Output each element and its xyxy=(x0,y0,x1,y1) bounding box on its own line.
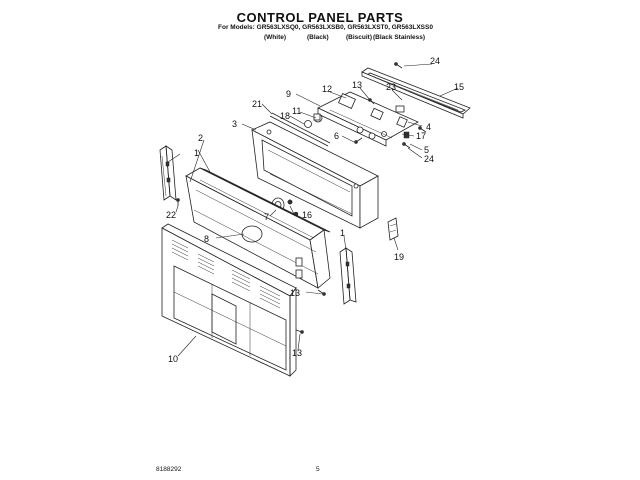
callout-labels: 24 15 13 23 12 9 11 4 18 21 6 17 3 5 24 … xyxy=(166,56,464,364)
callout-3: 3 xyxy=(232,119,237,129)
callout-10: 10 xyxy=(168,354,178,364)
callout-1-right: 1 xyxy=(340,228,345,238)
manifold-panel xyxy=(185,167,331,289)
callout-2: 2 xyxy=(198,133,203,143)
clip xyxy=(387,217,399,241)
callout-24-right: 24 xyxy=(424,154,434,164)
page-title: CONTROL PANEL PARTS xyxy=(236,10,404,25)
callout-18: 18 xyxy=(280,111,290,121)
document-number: 8188292 xyxy=(156,466,182,473)
control-glass-frame xyxy=(361,67,471,119)
callout-6: 6 xyxy=(334,131,339,141)
finish-black-stainless: (Black Stainless) xyxy=(373,34,426,41)
knob-parts xyxy=(304,113,323,128)
callout-4: 4 xyxy=(426,122,431,132)
leader-lines xyxy=(167,63,459,357)
callout-23: 23 xyxy=(386,82,396,92)
callout-21: 21 xyxy=(252,99,262,109)
callout-15: 15 xyxy=(454,82,464,92)
model-list: For Models: GR563LXSQ0, GR563LXSB0, GR56… xyxy=(218,24,433,31)
page-number: 5 xyxy=(316,466,320,473)
finish-white: (White) xyxy=(264,34,287,41)
rear-access-panel xyxy=(161,223,297,377)
right-side-bracket xyxy=(339,247,357,305)
callout-13-mid: 13 xyxy=(290,288,300,298)
switch-rod xyxy=(269,112,331,147)
callout-19: 19 xyxy=(394,252,404,262)
left-side-bracket xyxy=(159,145,177,201)
control-board-assembly xyxy=(317,91,419,147)
callout-13-top: 13 xyxy=(352,80,362,90)
callout-13-bottom: 13 xyxy=(292,348,302,358)
callout-24-top: 24 xyxy=(430,56,440,66)
control-panel-console xyxy=(251,121,379,229)
callout-7: 7 xyxy=(264,212,269,222)
callout-22: 22 xyxy=(166,210,176,220)
callout-16: 16 xyxy=(302,210,312,220)
callout-12: 12 xyxy=(322,84,332,94)
callout-1-left: 1 xyxy=(194,148,199,158)
callout-5: 5 xyxy=(424,145,429,155)
callout-11: 11 xyxy=(292,106,301,116)
finish-black: (Black) xyxy=(307,34,329,41)
finish-biscuit: (Biscuit) xyxy=(346,34,372,41)
callout-17: 17 xyxy=(416,131,426,141)
callout-8: 8 xyxy=(204,234,209,244)
callout-9: 9 xyxy=(286,89,291,99)
